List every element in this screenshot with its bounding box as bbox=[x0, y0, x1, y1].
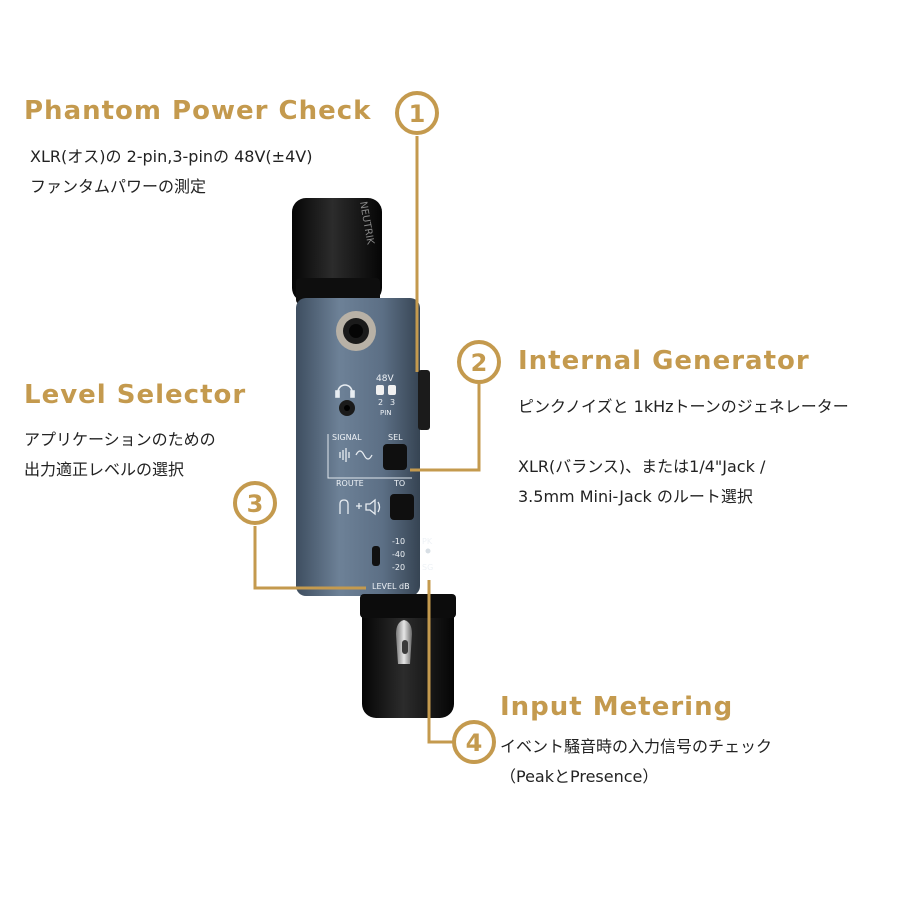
callout-badge-1: 1 bbox=[395, 91, 439, 135]
signal-waveform-icon bbox=[339, 448, 373, 462]
to-button[interactable] bbox=[390, 494, 414, 520]
feature-2-title: Internal Generator bbox=[518, 346, 810, 376]
svg-text:1: 1 bbox=[409, 100, 426, 128]
callout-lines bbox=[253, 136, 481, 744]
callout-line-3 bbox=[253, 526, 366, 590]
feature-1-desc-line-1: XLR(オス)の 2-pin,3-pinの 48V(±4V) bbox=[30, 147, 313, 166]
svg-text:3: 3 bbox=[247, 490, 264, 518]
feature-1-desc: XLR(オス)の 2-pin,3-pinの 48V(±4V) ファンタムパワーの… bbox=[30, 142, 312, 202]
callout-badge-4: 4 bbox=[452, 720, 496, 764]
feature-3-desc-line-1: アプリケーションのための bbox=[24, 430, 216, 449]
callout-badge-3: 3 bbox=[233, 481, 277, 525]
feature-1-title: Phantom Power Check bbox=[24, 96, 372, 126]
device: NEUTRIK 48V 2 3 PIN SIGNAL SEL bbox=[292, 198, 456, 718]
label-pk: PK bbox=[422, 537, 433, 546]
label-sg: SG bbox=[422, 563, 433, 572]
level-10: -10 bbox=[392, 537, 405, 546]
sel-button[interactable] bbox=[383, 444, 407, 470]
feature-4-desc-line-2: （PeakとPresence） bbox=[500, 767, 659, 786]
level-switch[interactable] bbox=[372, 546, 380, 566]
callout-line-4 bbox=[427, 580, 455, 744]
feature-2-desc-line-1: ピンクノイズと 1kHzトーンのジェネレーター bbox=[518, 397, 849, 416]
level-40: -40 bbox=[392, 550, 405, 559]
svg-text:2: 2 bbox=[471, 349, 488, 377]
led-pin-2 bbox=[376, 385, 384, 395]
route-xlr-speaker-icon bbox=[339, 498, 381, 516]
label-sel: SEL bbox=[388, 433, 403, 442]
feature-3-desc-line-2: 出力適正レベルの選択 bbox=[24, 460, 185, 479]
level-20: -20 bbox=[392, 563, 405, 572]
callout-badge-2: 2 bbox=[457, 340, 501, 384]
top-xlr-connector bbox=[292, 198, 382, 302]
headphone-icon bbox=[335, 384, 355, 398]
label-to: TO bbox=[393, 479, 405, 488]
led-pk bbox=[425, 548, 431, 554]
label-pin-2: 2 bbox=[378, 398, 383, 407]
feature-3-title: Level Selector bbox=[24, 380, 247, 410]
feature-4-desc-line-1: イベント騒音時の入力信号のチェック bbox=[500, 737, 773, 756]
top-connector-collar bbox=[296, 278, 380, 304]
feature-3-desc: アプリケーションのための 出力適正レベルの選択 bbox=[24, 425, 216, 485]
callout-line-2 bbox=[410, 384, 481, 472]
label-signal: SIGNAL bbox=[332, 433, 362, 442]
led-pin-3 bbox=[388, 385, 396, 395]
feature-4-title: Input Metering bbox=[500, 692, 734, 722]
label-pin-3: 3 bbox=[390, 398, 395, 407]
svg-text:4: 4 bbox=[466, 729, 483, 757]
feature-2-desc-line-4: 3.5mm Mini-Jack のルート選択 bbox=[518, 487, 753, 506]
device-body bbox=[296, 298, 420, 596]
feature-2-desc: ピンクノイズと 1kHzトーンのジェネレーター XLR(バランス)、または1/4… bbox=[518, 392, 849, 512]
label-route: ROUTE bbox=[336, 479, 364, 488]
side-switch[interactable] bbox=[418, 370, 430, 430]
label-level-db: LEVEL dB bbox=[372, 582, 410, 591]
label-pin: PIN bbox=[380, 409, 392, 417]
label-48v: 48V bbox=[376, 374, 394, 384]
feature-2-desc-line-3: XLR(バランス)、または1/4"Jack / bbox=[518, 457, 766, 476]
feature-1-desc-line-2: ファンタムパワーの測定 bbox=[30, 177, 207, 196]
feature-4-desc: イベント騒音時の入力信号のチェック （PeakとPresence） bbox=[500, 732, 772, 792]
